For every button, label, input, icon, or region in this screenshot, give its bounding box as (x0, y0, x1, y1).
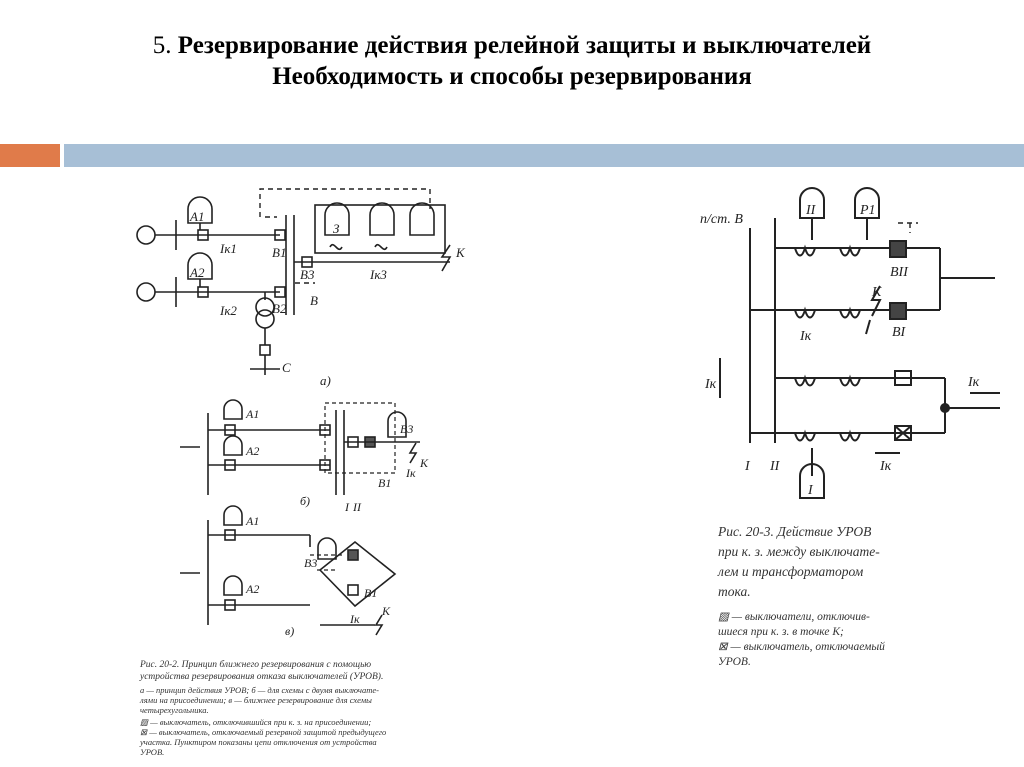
label-a2: А2 (189, 265, 205, 280)
label-b-i: I (344, 500, 350, 514)
caption-20-2-line-9: УРОВ. (140, 747, 164, 757)
title-number: 5. (152, 32, 172, 59)
label-v-k: К (381, 604, 391, 618)
label-v-ik: Iк (349, 612, 360, 626)
label-c: С (282, 360, 291, 375)
label-ik-left: Iк (704, 377, 717, 392)
label-ik-top: Iк (799, 329, 812, 344)
label-b-ii: ВII (890, 265, 909, 280)
accent-band-blue (64, 144, 1024, 167)
label-k: К (455, 245, 466, 260)
label-v-b1: В1 (364, 586, 377, 600)
caption-20-3-line-4: тока. (718, 584, 751, 599)
label-v: В (310, 293, 318, 308)
figure-20-2: А1 А2 Iк1 Iк2 В1 В2 В В3 З Iк3 К С а) (136, 188, 466, 757)
label-ik-bottom: Iк (879, 459, 892, 474)
generator-1-icon (136, 225, 156, 245)
label-ik3: Iк3 (369, 267, 387, 282)
part-b-label: б) (300, 494, 310, 508)
generator-2-icon (136, 282, 156, 302)
caption-20-3-line-1: Рис. 20-3. Действие УРОВ (717, 524, 871, 539)
label-b-k: К (419, 456, 429, 470)
title-line-2: Необходимость и способы резервирования (272, 63, 752, 90)
label-k-right: К (871, 285, 882, 300)
label-b3: В3 (300, 267, 315, 282)
label-b-ii: II (352, 500, 362, 514)
part-a-label: а) (320, 373, 331, 388)
caption-20-3-line-2: при к. з. между выключате- (718, 544, 880, 559)
accent-band-orange (0, 144, 60, 167)
label-b-a2: А2 (245, 444, 259, 458)
caption-20-2-line-1: Рис. 20-2. Принцип ближнего резервирован… (139, 659, 371, 670)
label-ik2: Iк2 (219, 303, 237, 318)
label-b-a1: А1 (245, 407, 259, 421)
caption-20-3-line-3: лем и трансформатором (717, 564, 864, 579)
caption-20-2-line-2: устройства резервирования отказа выключа… (139, 671, 383, 682)
label-b-b1: В1 (378, 476, 391, 490)
figure-20-3: п/ст. В II Р1 ВII ВI К Iк Iк Iк Iк I II … (700, 187, 1000, 668)
label-ik-right: Iк (967, 375, 980, 390)
caption-20-2-line-4: лями на присоединении; в — ближнее резер… (139, 695, 372, 705)
caption-20-2-line-6: ▨ — выключатель, отключившийся при к. з.… (140, 717, 371, 727)
label-substation-b: п/ст. В (700, 212, 743, 227)
caption-20-2-line-7: ⊠ — выключатель, отключаемый резервной з… (140, 727, 386, 737)
label-bus-ii: II (769, 459, 781, 474)
label-ik1: Iк1 (219, 241, 237, 256)
label-v-a2: А2 (245, 582, 259, 596)
label-relay-i: I (807, 483, 814, 498)
slide-title: 5. Резервирование действия релейной защи… (0, 30, 1024, 92)
label-a1: А1 (189, 209, 204, 224)
label-relay-ii: II (805, 203, 817, 218)
caption-20-3-line-7: ⊠ — выключатель, отключаемый (718, 640, 885, 653)
label-relay-p1: Р1 (859, 203, 876, 218)
label-b-b3: В3 (400, 422, 413, 436)
caption-20-3-line-6: шиеся при к. з. в точке К; (718, 626, 844, 638)
label-b2: В2 (272, 301, 287, 316)
label-v-a1: А1 (245, 514, 259, 528)
label-bus-i: I (744, 459, 751, 474)
label-b-i: ВI (892, 325, 907, 340)
label-b1: В1 (272, 245, 286, 260)
caption-20-2-line-5: четырехугольника. (140, 705, 209, 715)
label-v-b3: В3 (304, 556, 317, 570)
caption-20-2-line-3: а — принцип действия УРОВ; б — для схемы… (140, 685, 379, 695)
caption-20-3-line-8: УРОВ. (718, 656, 751, 668)
caption-20-2-line-8: участка. Пунктиром показаны цепи отключе… (139, 737, 377, 747)
caption-20-3-line-5: ▨ — выключатели, отключив- (718, 611, 870, 623)
label-z: З (333, 221, 340, 236)
part-v-label: в) (285, 624, 294, 638)
title-line-1: Резервирование действия релейной защиты … (177, 32, 872, 59)
label-b-ik: Iк (405, 466, 416, 480)
